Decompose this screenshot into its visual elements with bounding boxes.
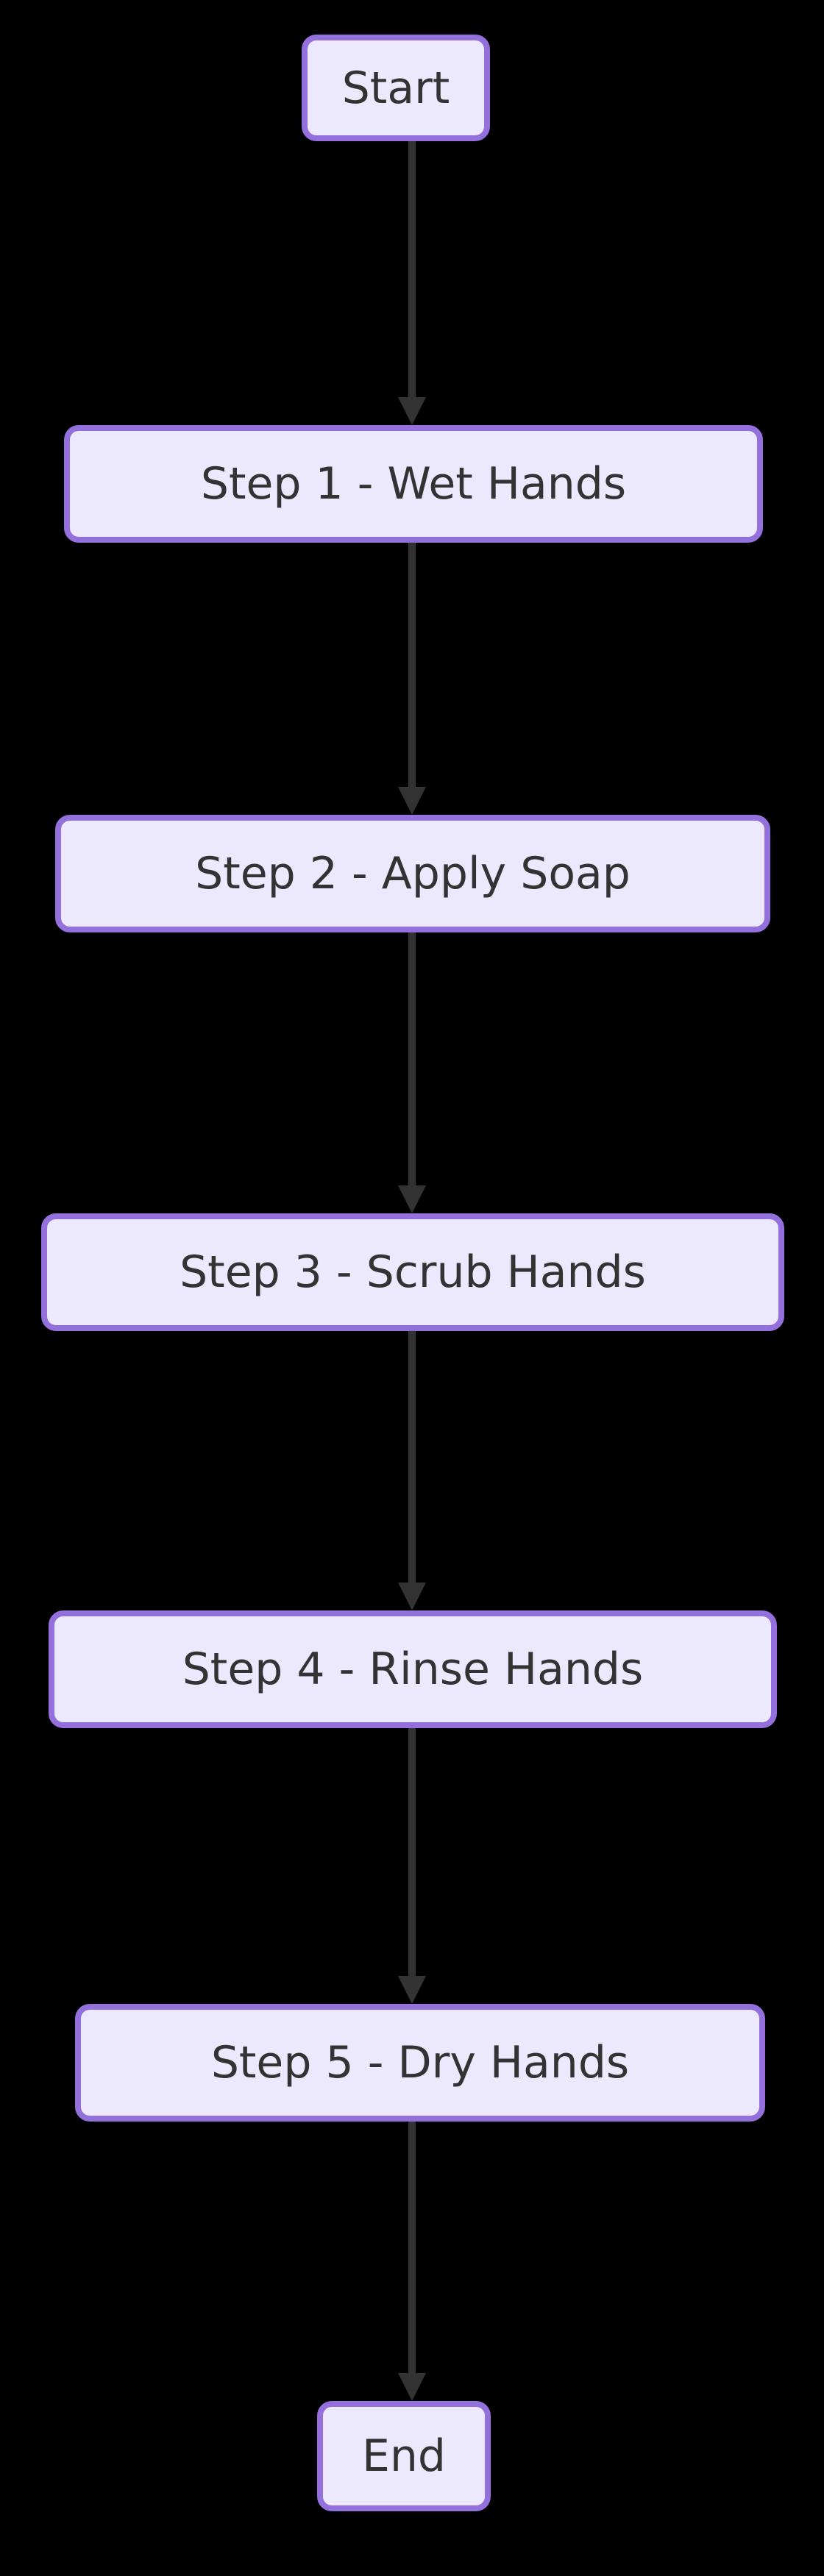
node-label-step4: Step 4 - Rinse Hands [182,1644,644,1695]
node-label-end: End [361,2430,447,2482]
node-start[interactable]: Start [302,35,490,141]
node-step1[interactable]: Step 1 - Wet Hands [64,425,763,543]
edge-step1-to-step2 [398,543,426,815]
edge-step2-to-step3 [398,932,426,1213]
edge-step5-to-end [398,2122,426,2401]
node-label-step3: Step 3 - Scrub Hands [180,1246,646,1298]
edge-start-to-step1 [398,141,426,425]
node-step5[interactable]: Step 5 - Dry Hands [75,2004,765,2122]
node-step4[interactable]: Step 4 - Rinse Hands [49,1610,777,1728]
node-step3[interactable]: Step 3 - Scrub Hands [41,1213,784,1331]
edge-step3-to-step4 [398,1331,426,1610]
node-end[interactable]: End [317,2401,491,2511]
node-label-step1: Step 1 - Wet Hands [200,458,627,510]
node-label-start: Start [341,62,450,114]
node-step2[interactable]: Step 2 - Apply Soap [55,815,770,932]
node-label-step5: Step 5 - Dry Hands [210,2037,630,2088]
node-label-step2: Step 2 - Apply Soap [195,848,631,899]
edge-step4-to-step5 [398,1728,426,2004]
